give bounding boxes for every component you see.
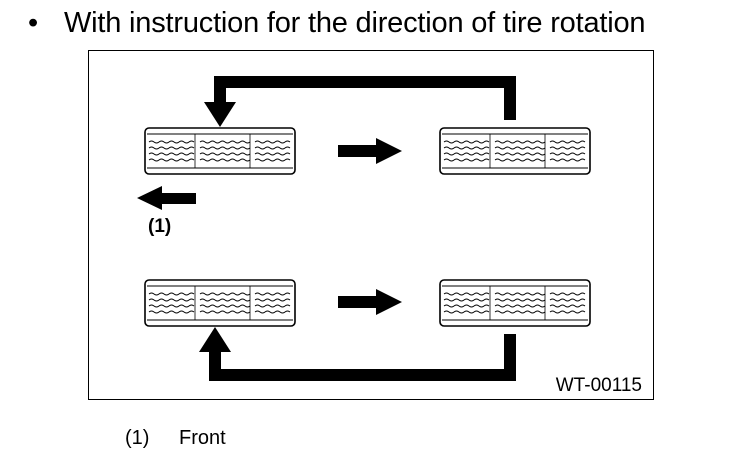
legend-number: (1)	[125, 427, 150, 449]
bottom-rotation-arrow	[209, 334, 516, 381]
front-marker-label: (1)	[148, 216, 171, 237]
front-move-right-arrow-icon	[338, 138, 402, 164]
heading-text: With instruction for the direction of ti…	[64, 7, 646, 39]
top-rotation-arrowhead-icon	[204, 102, 236, 127]
top-rotation-arrow	[214, 76, 516, 120]
tire-rear-right	[439, 279, 591, 327]
legend: (1) Front	[125, 425, 226, 451]
tire-front-left	[144, 127, 296, 175]
bottom-rotation-arrowhead-icon	[199, 327, 231, 352]
diagram-frame	[88, 50, 654, 400]
front-direction-arrow-icon	[137, 186, 196, 210]
tire-rear-left	[144, 279, 296, 327]
bullet-icon: •	[28, 7, 38, 39]
rear-move-right-arrow-icon	[338, 289, 402, 315]
legend-label: Front	[179, 427, 226, 449]
tire-front-right	[439, 127, 591, 175]
figure-code-label: WT-00115	[556, 375, 642, 396]
heading: • With instruction for the direction of t…	[28, 4, 646, 42]
